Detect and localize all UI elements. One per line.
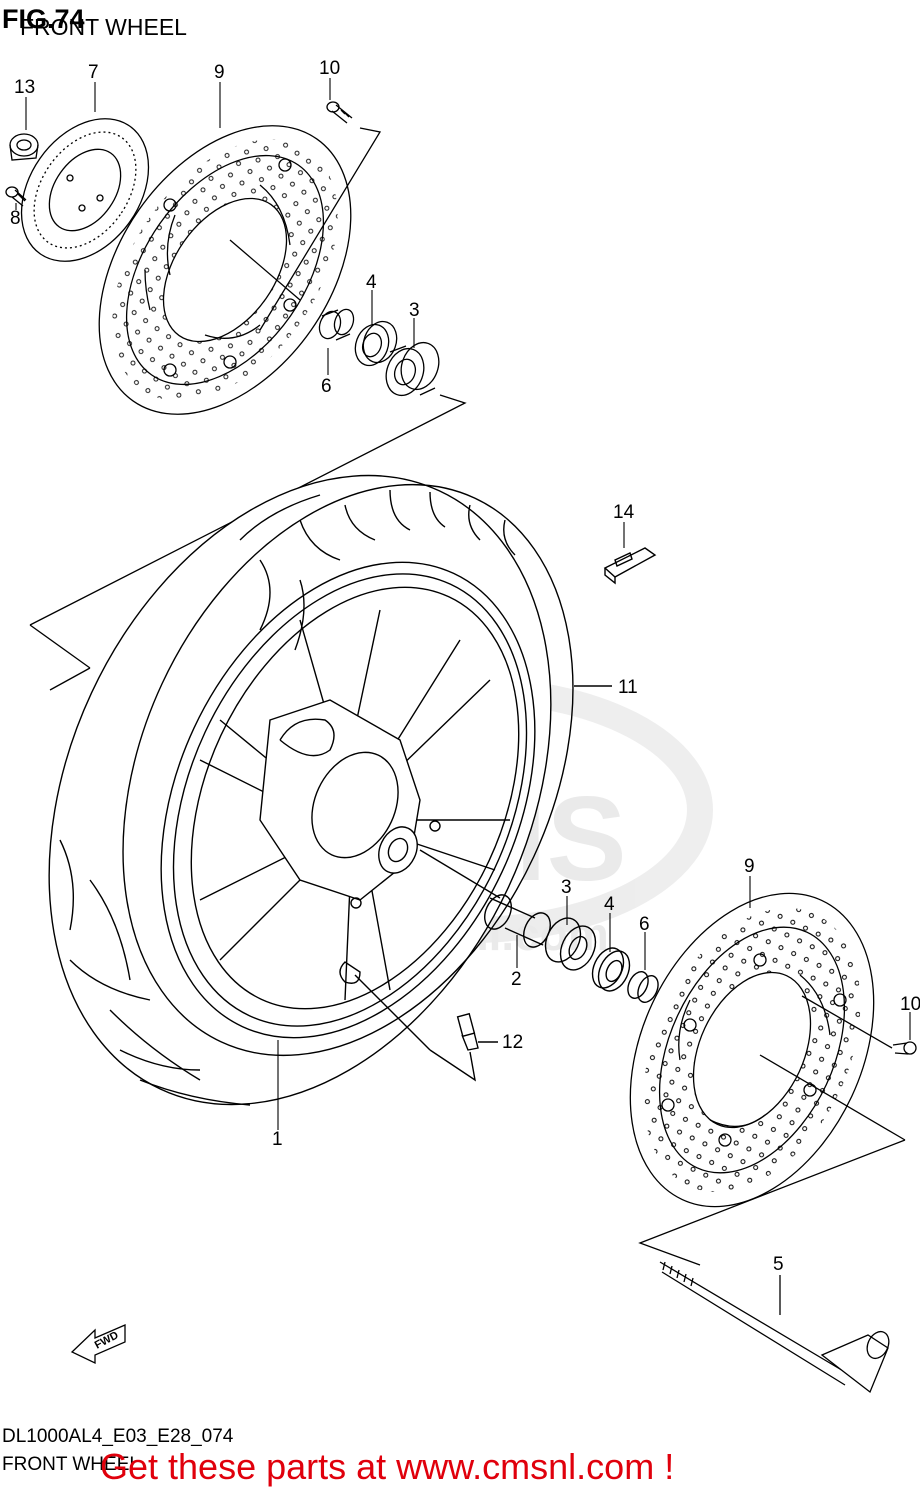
callout-2: 2 <box>511 969 522 990</box>
callout-10-bottom: 10 <box>900 994 920 1015</box>
callout-numbers: 13 7 9 10 8 4 3 6 14 11 9 3 4 6 10 2 12 … <box>10 58 920 1275</box>
forward-direction-marker: FWD <box>70 1324 126 1365</box>
promo-link[interactable]: Get these parts at www.cmsnl.com ! <box>100 1446 675 1487</box>
callout-14: 14 <box>613 502 635 523</box>
part-10-bolt-bottom <box>801 995 917 1055</box>
callout-1: 1 <box>272 1129 283 1150</box>
part-9-disc-bottom <box>629 892 906 1208</box>
part-8-bolt <box>5 186 27 207</box>
part-4-seal-bottom <box>591 947 631 992</box>
callout-9-top: 9 <box>214 62 225 83</box>
part-12-valve <box>456 1012 498 1051</box>
part-4-seal-top <box>354 320 398 367</box>
part-13-nut <box>9 133 39 161</box>
callout-6-top: 6 <box>321 376 332 397</box>
callout-3-top: 3 <box>409 300 420 321</box>
diagram-code: DL1000AL4_E03_E28_074 <box>2 1426 234 1447</box>
figure-title: FRONT WHEEL <box>20 14 187 40</box>
callout-11: 11 <box>618 677 638 698</box>
callout-10-top: 10 <box>319 58 340 79</box>
part-1-rim <box>160 561 536 1082</box>
part-6-spacer-bottom <box>627 971 659 1003</box>
callout-4-top: 4 <box>366 272 377 293</box>
callout-13: 13 <box>14 77 35 98</box>
part-9-disc-top <box>98 125 352 415</box>
callout-4-bottom: 4 <box>604 894 615 915</box>
part-3-bearing-top <box>385 341 440 397</box>
part-14-balance-weight <box>603 547 657 585</box>
lower-disc-assembly <box>629 892 917 1394</box>
callout-5: 5 <box>773 1254 784 1275</box>
leader-lines <box>15 78 911 1130</box>
callout-12: 12 <box>502 1032 523 1053</box>
callout-7: 7 <box>88 62 99 83</box>
front-wheel-assembly <box>48 474 659 1106</box>
callout-9-bottom: 9 <box>744 856 755 877</box>
part-7-sensor-ring <box>20 118 150 262</box>
part-10-bolt-top <box>326 101 353 124</box>
part-5-axle <box>659 1261 890 1394</box>
callout-6-bottom: 6 <box>639 914 650 935</box>
part-3-bearing-bottom <box>544 917 597 971</box>
figure-number: FIG.74 <box>2 4 85 34</box>
part-6-spacer-top <box>318 308 355 341</box>
callout-3-bottom: 3 <box>561 877 572 898</box>
callout-8: 8 <box>10 208 21 229</box>
upper-disc-assembly <box>5 101 467 691</box>
footer-title: FRONT WHEEL <box>2 1454 140 1475</box>
